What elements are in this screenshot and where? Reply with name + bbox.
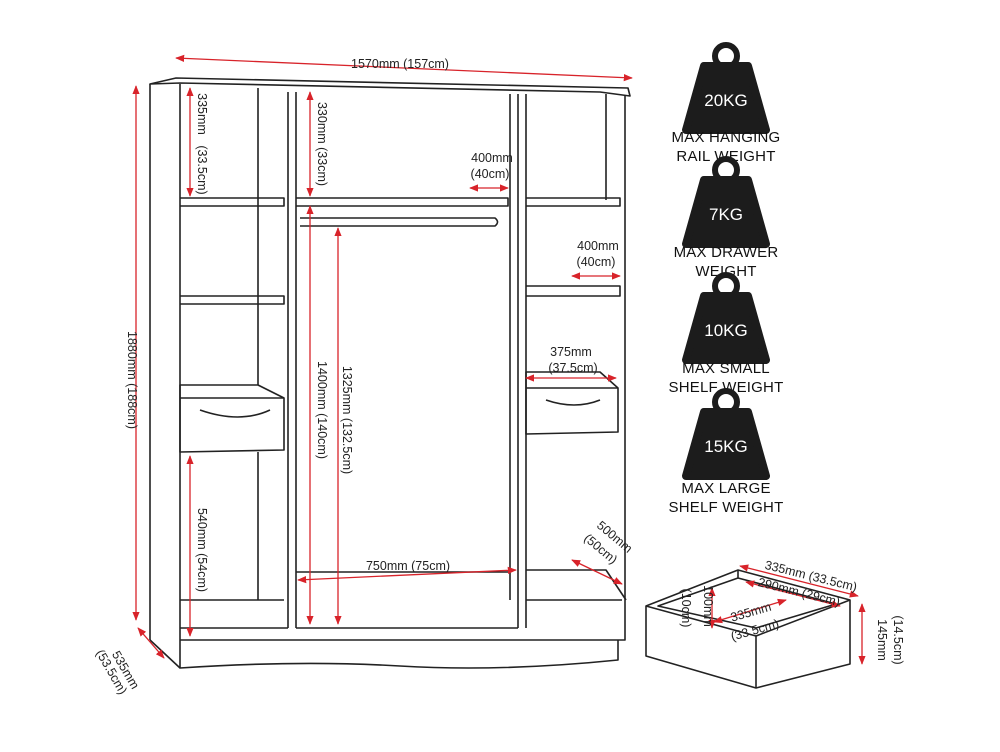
centre-top-label: 330mm (33cm) [315, 102, 329, 186]
drawer-front-height-mm-label: 145mm [875, 619, 889, 661]
left-top-mm-label: 335mm [195, 93, 209, 135]
centre-width-line [297, 566, 517, 584]
weight-value: 10KG [704, 321, 747, 340]
weight-caption-line2: SHELF WEIGHT [669, 499, 784, 516]
weight-icon [686, 45, 766, 130]
right-depth-line [571, 559, 623, 585]
weight-10kg: 10KG MAX SMALL SHELF WEIGHT [669, 275, 784, 396]
left-top-cm-label: (33.5cm) [195, 145, 209, 194]
weight-15kg: 15KG MAX LARGE SHELF WEIGHT [669, 391, 784, 516]
weight-7kg: 7KG MAX DRAWER WEIGHT [674, 159, 779, 280]
weight-caption-line2: SHELF WEIGHT [669, 379, 784, 396]
weight-caption-line1: MAX DRAWER [674, 244, 779, 261]
drawer-front-height-cm-label: (14.5cm) [891, 615, 905, 664]
drawer-dimension-labels: 335mm (33.5cm) 290mm (29cm) 100mm (10cm)… [679, 558, 905, 665]
drawer-dimension-lines [708, 564, 866, 665]
weight-caption-line1: MAX HANGING [672, 129, 781, 146]
rail-height-label: 1325mm (132.5cm) [340, 366, 354, 474]
overall-height-label: 1880mm (188cm) [125, 331, 139, 429]
weight-value: 7KG [709, 205, 743, 224]
weight-icon [686, 159, 766, 244]
centre-shelf-mm-label: 400mm [471, 151, 513, 165]
drawer-inner-width-line [745, 580, 841, 608]
hanging-height-label: 1400mm (140cm) [315, 361, 329, 459]
weight-value: 15KG [704, 437, 747, 456]
wardrobe-body [149, 77, 631, 669]
weight-20kg: 20KG MAX HANGING RAIL WEIGHT [672, 45, 781, 165]
right-drawer-cm-label: (37.5cm) [548, 361, 597, 375]
right-shelf-mm-label: 400mm [577, 239, 619, 253]
dimension-lines [132, 54, 633, 659]
drawer-inner-depth-line [713, 598, 787, 624]
overall-depth-line [137, 627, 165, 659]
weight-icon [686, 391, 766, 476]
drawer-inner-height-cm-label: (10cm) [679, 589, 693, 628]
centre-shelf-cm-label: (40cm) [471, 167, 510, 181]
left-lower-label: 540mm (54cm) [195, 508, 209, 592]
weight-icon [686, 275, 766, 360]
dimension-labels: 1570mm (157cm) 1880mm (188cm) 535mm (53.… [93, 57, 635, 697]
right-shelf-cm-label: (40cm) [577, 255, 616, 269]
overall-width-label: 1570mm (157cm) [351, 57, 449, 71]
overall-width-line [175, 54, 633, 82]
drawer-inner-height-mm-label: 100mm [701, 585, 715, 627]
centre-width-label: 750mm (75cm) [366, 559, 450, 573]
weight-caption-line1: MAX LARGE [681, 480, 770, 497]
weight-value: 20KG [704, 91, 747, 110]
weight-caption-line1: MAX SMALL [682, 360, 770, 377]
right-drawer-mm-label: 375mm [550, 345, 592, 359]
weight-caption-line2: WEIGHT [695, 263, 756, 280]
